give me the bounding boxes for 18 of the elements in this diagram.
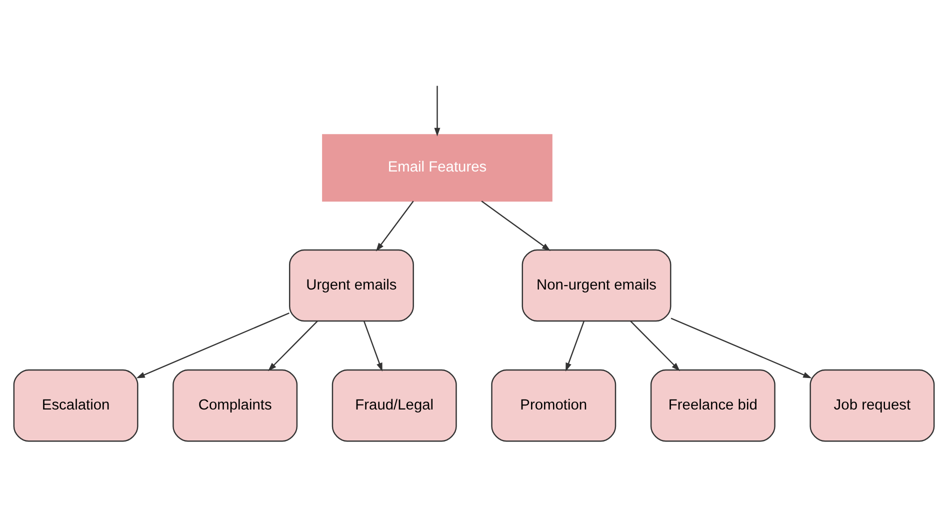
arrow [434, 86, 440, 136]
node-box: Promotion [491, 369, 616, 442]
arrow [481, 200, 551, 252]
node-box: Non-urgent emails [522, 249, 672, 322]
arrow [566, 320, 585, 372]
arrow [268, 320, 318, 372]
node-box: Email Features [322, 134, 552, 202]
node-box: Urgent emails [289, 249, 414, 322]
node-box: Freelance bid [650, 369, 776, 442]
arrow [136, 312, 290, 378]
arrow [363, 320, 382, 372]
arrow [670, 318, 812, 378]
arrow [376, 200, 414, 252]
arrow [630, 320, 680, 372]
node-box: Job request [810, 369, 935, 442]
node-box: Fraud/Legal [332, 369, 457, 442]
node-box: Escalation [13, 369, 138, 442]
node-box: Complaints [172, 369, 298, 442]
